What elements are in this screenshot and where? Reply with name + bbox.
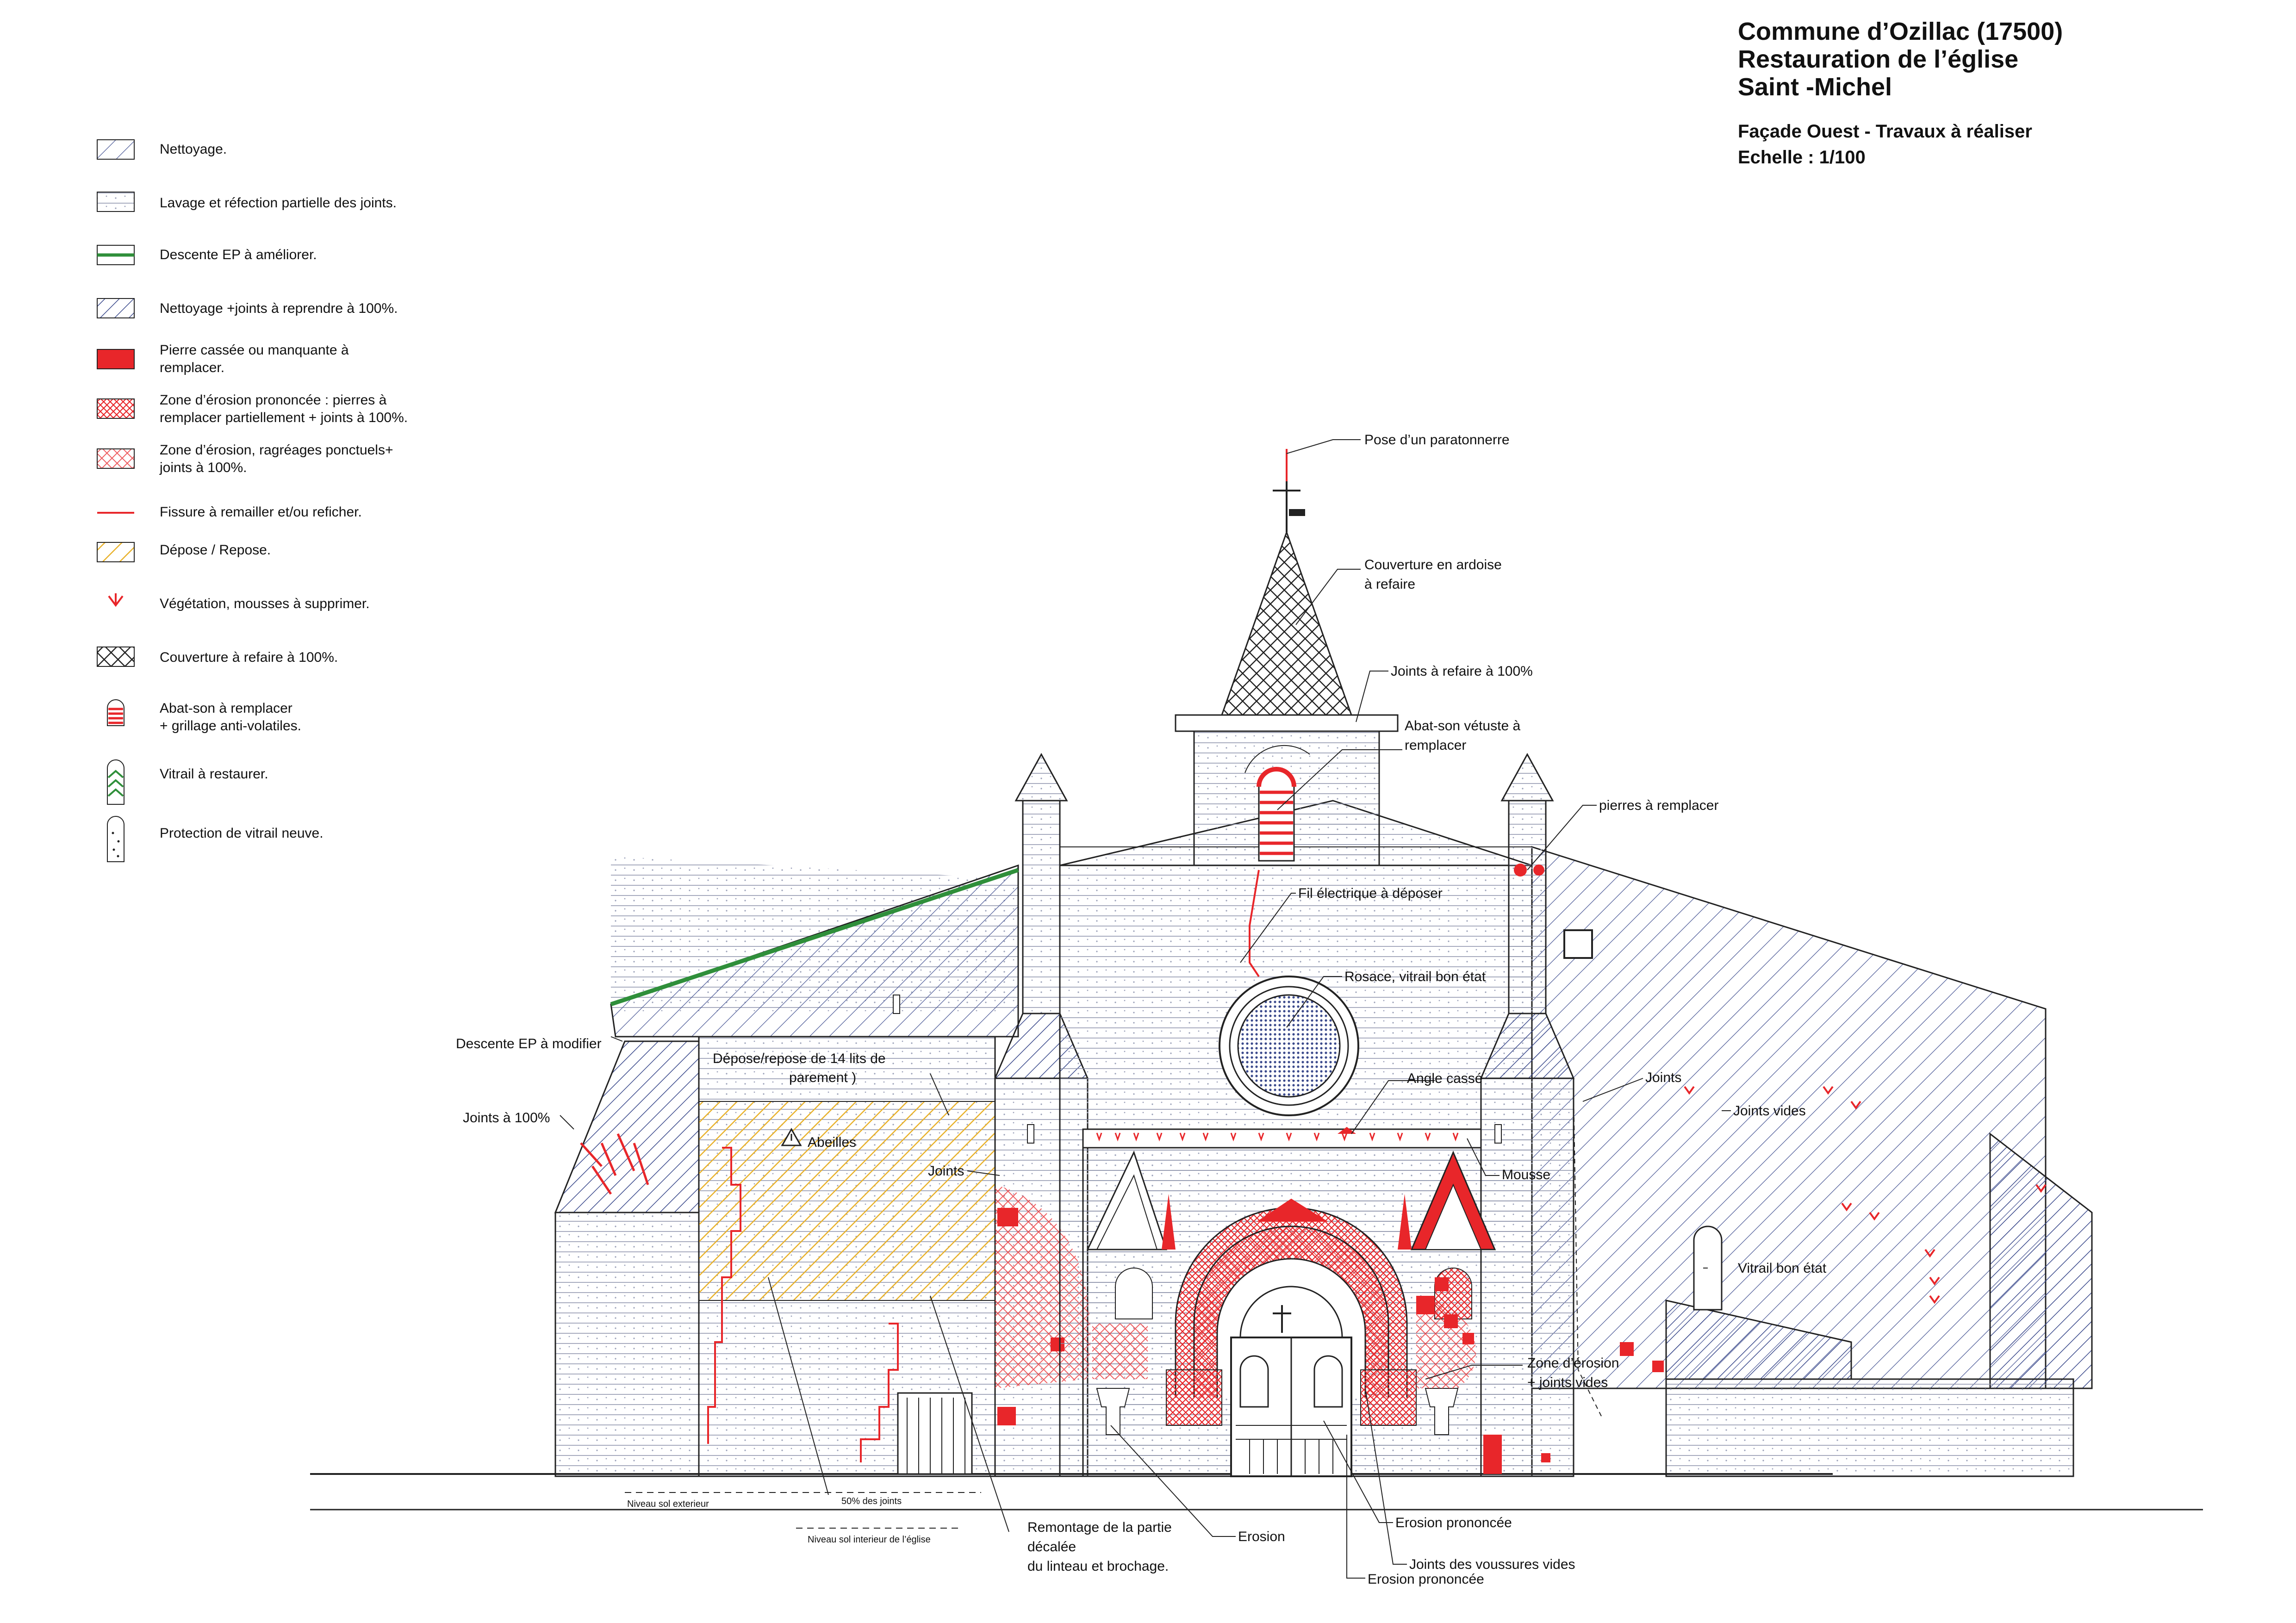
portal — [1082, 1127, 1496, 1477]
legend-swatch-protection — [107, 816, 124, 862]
legend-swatch-abat-son — [107, 699, 124, 726]
warning-icon — [781, 1127, 802, 1146]
callout-erosion: Erosion — [1238, 1529, 1285, 1544]
subtitle-facade: Façade Ouest - Travaux à réaliser — [1738, 121, 2032, 142]
legend-item-lavage: Lavage et réfection partielle des joints… — [160, 195, 397, 211]
bell-tower — [1175, 449, 1399, 866]
left-aisle — [554, 1036, 996, 1477]
callout-abat-son-1: Abat-son vétuste à — [1405, 718, 1520, 734]
title-saint-michel: Saint -Michel — [1738, 73, 1892, 101]
callout-joints-50: 50% des joints — [841, 1496, 902, 1506]
callout-joints-vides-right: Joints vides — [1733, 1103, 1806, 1119]
wall-slits — [893, 995, 1502, 1144]
callout-depose-repose-2: parement ) — [789, 1070, 856, 1085]
left-nave-roof — [610, 856, 1019, 1038]
callout-zone-erosion-1: Zone d’érosion — [1527, 1356, 1619, 1371]
subtitle-echelle: Echelle : 1/100 — [1738, 147, 1866, 168]
callout-depose-repose-1: Dépose/repose de 14 lits de — [713, 1051, 886, 1066]
callout-erosion-prononcee-2: Erosion prononcée — [1368, 1572, 1484, 1587]
callouts: Pose d’un paratonnerre Couverture en ard… — [456, 432, 1827, 1587]
callout-joints-right: Joints — [1645, 1070, 1681, 1085]
legend-swatch-descente — [97, 245, 135, 265]
legend-swatches — [97, 139, 135, 862]
legend-swatch-nettoyage — [97, 139, 135, 160]
legend-item-vitrail: Vitrail à restaurer. — [160, 766, 268, 782]
callout-abat-son-2: remplacer — [1405, 738, 1466, 753]
legend-item-protection: Protection de vitrail neuve. — [160, 826, 324, 841]
callout-fil-electrique: Fil électrique à déposer — [1298, 886, 1443, 901]
small-door — [897, 1392, 973, 1475]
callout-remontage-2: décalée — [1027, 1539, 1076, 1555]
legend-item-erosion-ragreages: Zone d’érosion, ragréages ponctuels+join… — [160, 442, 393, 475]
callout-joints-left: Joints — [928, 1163, 964, 1179]
title-restauration: Restauration de l’église — [1738, 45, 2019, 73]
legend-item-depose: Dépose / Repose. — [160, 542, 271, 558]
title-block: Commune d’Ozillac (17500) Restauration d… — [1738, 18, 2063, 170]
legend-swatch-lavage — [97, 192, 135, 212]
right-nave-roof — [1531, 846, 2093, 1477]
legend-swatch-pierre-cassee — [97, 349, 135, 369]
legend-item-fissure: Fissure à remailler et/ou reficher. — [160, 504, 362, 520]
legend-item-descente: Descente EP à améliorer. — [160, 247, 317, 262]
depose-repose-zone — [698, 1101, 996, 1301]
callout-zone-erosion-2: + joints vides — [1527, 1375, 1608, 1390]
callout-joints-refaire: Joints à refaire à 100% — [1391, 664, 1533, 679]
legend-swatch-erosion-ragreages — [97, 448, 135, 469]
callout-mousse: Mousse — [1502, 1167, 1550, 1182]
ground-lines — [310, 1473, 2203, 1529]
callout-vitrail-bon-etat: Vitrail bon état — [1738, 1261, 1827, 1276]
right-annex — [1665, 1378, 2074, 1477]
descente-ep-pipe — [610, 868, 1019, 1007]
spire-roof — [1220, 530, 1353, 716]
callout-niveau-ext: Niveau sol exterieur — [627, 1499, 709, 1509]
leader-lines — [560, 439, 1731, 1579]
callout-couverture-1: Couverture en ardoise — [1364, 557, 1502, 572]
legend-item-nettoyage-joints: Nettoyage +joints à reprendre à 100%. — [160, 301, 398, 316]
callout-remontage-1: Remontage de la partie — [1027, 1520, 1172, 1535]
callout-paratonnerre: Pose d’un paratonnerre — [1364, 432, 1510, 448]
callout-erosion-prononcee-1: Erosion prononcée — [1395, 1515, 1512, 1530]
legend-swatch-couverture — [97, 647, 135, 667]
legend-swatch-vitrail — [107, 759, 124, 805]
callout-pierres-remplacer: pierres à remplacer — [1599, 798, 1718, 813]
rose-window — [1219, 870, 1359, 1116]
legend-item-vegetation: Végétation, mousses à supprimer. — [160, 596, 370, 611]
abat-son-window — [1257, 767, 1296, 862]
callout-remontage-3: du linteau et brochage. — [1027, 1559, 1169, 1574]
callout-descente-ep: Descente EP à modifier — [456, 1036, 602, 1051]
callout-abeilles: Abeilles — [808, 1135, 856, 1150]
callout-joints-voussures: Joints des voussures vides — [1409, 1557, 1575, 1572]
callout-niveau-int: Niveau sol interieur de l’église — [808, 1535, 931, 1545]
legend-swatch-erosion-prononcee — [97, 398, 135, 419]
legend-swatch-vegetation — [108, 593, 124, 607]
callout-joints-100: Joints à 100% — [463, 1110, 550, 1126]
legend-swatch-depose — [97, 542, 135, 562]
legend-swatch-nettoyage-joints — [97, 298, 135, 318]
callout-rosace: Rosace, vitrail bon état — [1344, 969, 1486, 984]
title-commune: Commune d’Ozillac (17500) — [1738, 18, 2063, 45]
legend-item-nettoyage: Nettoyage. — [160, 142, 227, 157]
right-buttress — [1480, 752, 1602, 1477]
legend-item-abat-son: Abat-son à remplacer+ grillage anti-vola… — [160, 701, 301, 734]
callout-couverture-2: à refaire — [1364, 577, 1415, 592]
callout-angle-casse: Angle cassé — [1407, 1071, 1482, 1086]
legend-item-couverture: Couverture à refaire à 100%. — [160, 650, 338, 665]
